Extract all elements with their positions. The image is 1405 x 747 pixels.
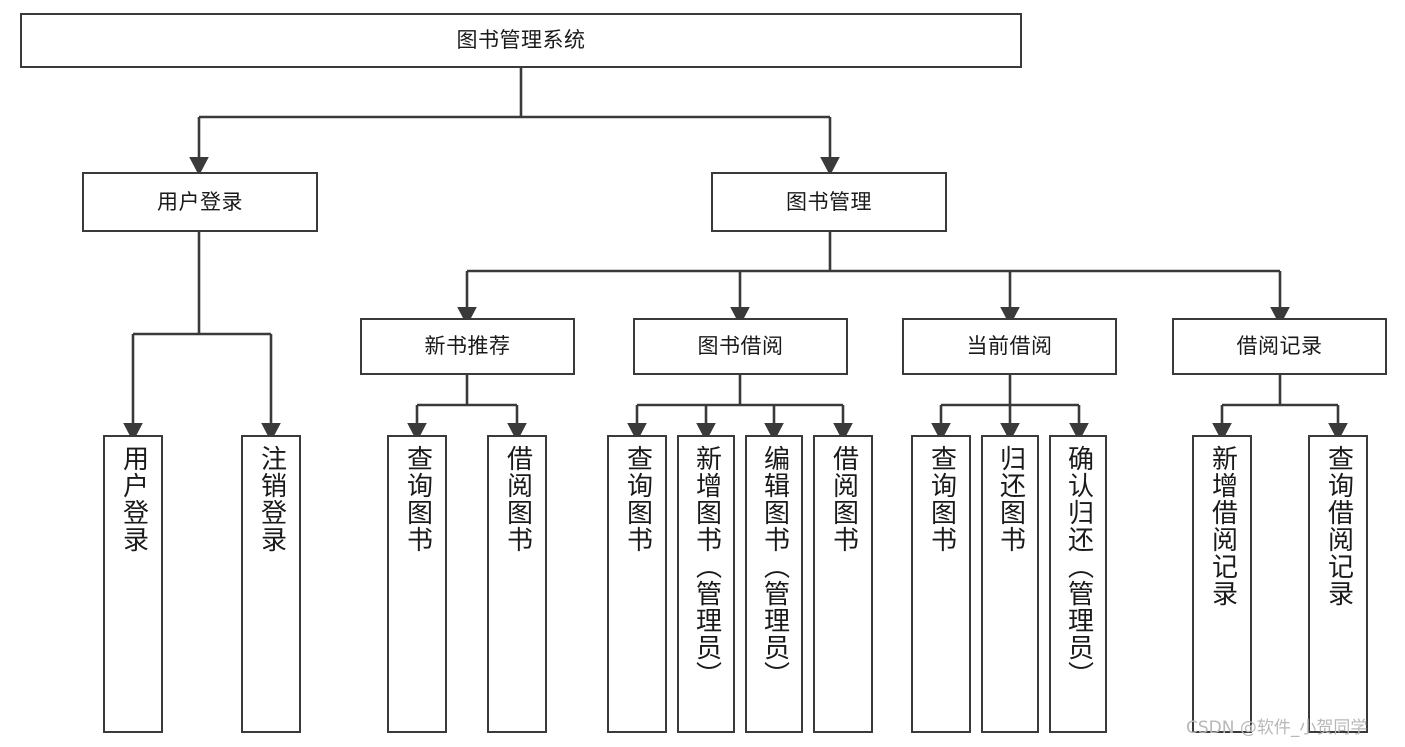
node-user-login[interactable]: 用户登录: [82, 172, 318, 232]
node-label: 注销登录: [256, 445, 287, 553]
node-label: 查询图书: [402, 445, 433, 553]
leaf-confirm-return[interactable]: 确认归还（管理员）: [1049, 435, 1107, 733]
node-label: 用户登录: [157, 189, 243, 214]
node-label: 图书借阅: [697, 334, 784, 359]
csdn-watermark: CSDN @软件_小贺同学: [1186, 718, 1368, 738]
node-borrow-record[interactable]: 借阅记录: [1172, 318, 1387, 375]
node-root-system[interactable]: 图书管理系统: [20, 13, 1022, 68]
node-label: 借阅记录: [1236, 334, 1323, 359]
node-label: 用户登录: [118, 445, 149, 553]
node-label: 编辑图书（管理员）: [759, 445, 790, 688]
leaf-query-book-borrow[interactable]: 查询图书: [607, 435, 667, 733]
node-label: 借阅图书: [828, 445, 859, 553]
node-label: 新增借阅记录: [1207, 445, 1238, 607]
leaf-user-login[interactable]: 用户登录: [103, 435, 163, 733]
node-label: 当前借阅: [966, 334, 1053, 359]
leaf-edit-book[interactable]: 编辑图书（管理员）: [745, 435, 803, 733]
leaf-borrow-book-recommend[interactable]: 借阅图书: [487, 435, 547, 733]
node-label: 图书管理系统: [456, 28, 586, 53]
node-label: 查询借阅记录: [1323, 445, 1354, 607]
leaf-query-borrow-record[interactable]: 查询借阅记录: [1308, 435, 1368, 733]
node-label: 查询图书: [926, 445, 957, 553]
node-label: 归还图书: [995, 445, 1026, 553]
leaf-query-book-recommend[interactable]: 查询图书: [387, 435, 447, 733]
node-label: 新书推荐: [424, 334, 511, 359]
leaf-return-book[interactable]: 归还图书: [981, 435, 1039, 733]
node-label: 新增图书（管理员）: [691, 445, 722, 688]
node-label: 查询图书: [622, 445, 653, 553]
node-new-book-recommend[interactable]: 新书推荐: [360, 318, 575, 375]
node-label: 借阅图书: [502, 445, 533, 553]
node-current-borrow[interactable]: 当前借阅: [902, 318, 1117, 375]
node-label: 确认归还（管理员）: [1063, 445, 1094, 688]
leaf-logout-login[interactable]: 注销登录: [241, 435, 301, 733]
node-label: 图书管理: [786, 189, 872, 214]
leaf-borrow-book-borrow[interactable]: 借阅图书: [813, 435, 873, 733]
leaf-add-book[interactable]: 新增图书（管理员）: [677, 435, 735, 733]
leaf-add-borrow-record[interactable]: 新增借阅记录: [1192, 435, 1252, 733]
node-book-borrow[interactable]: 图书借阅: [633, 318, 848, 375]
node-book-management[interactable]: 图书管理: [711, 172, 947, 232]
leaf-query-book-current[interactable]: 查询图书: [911, 435, 971, 733]
